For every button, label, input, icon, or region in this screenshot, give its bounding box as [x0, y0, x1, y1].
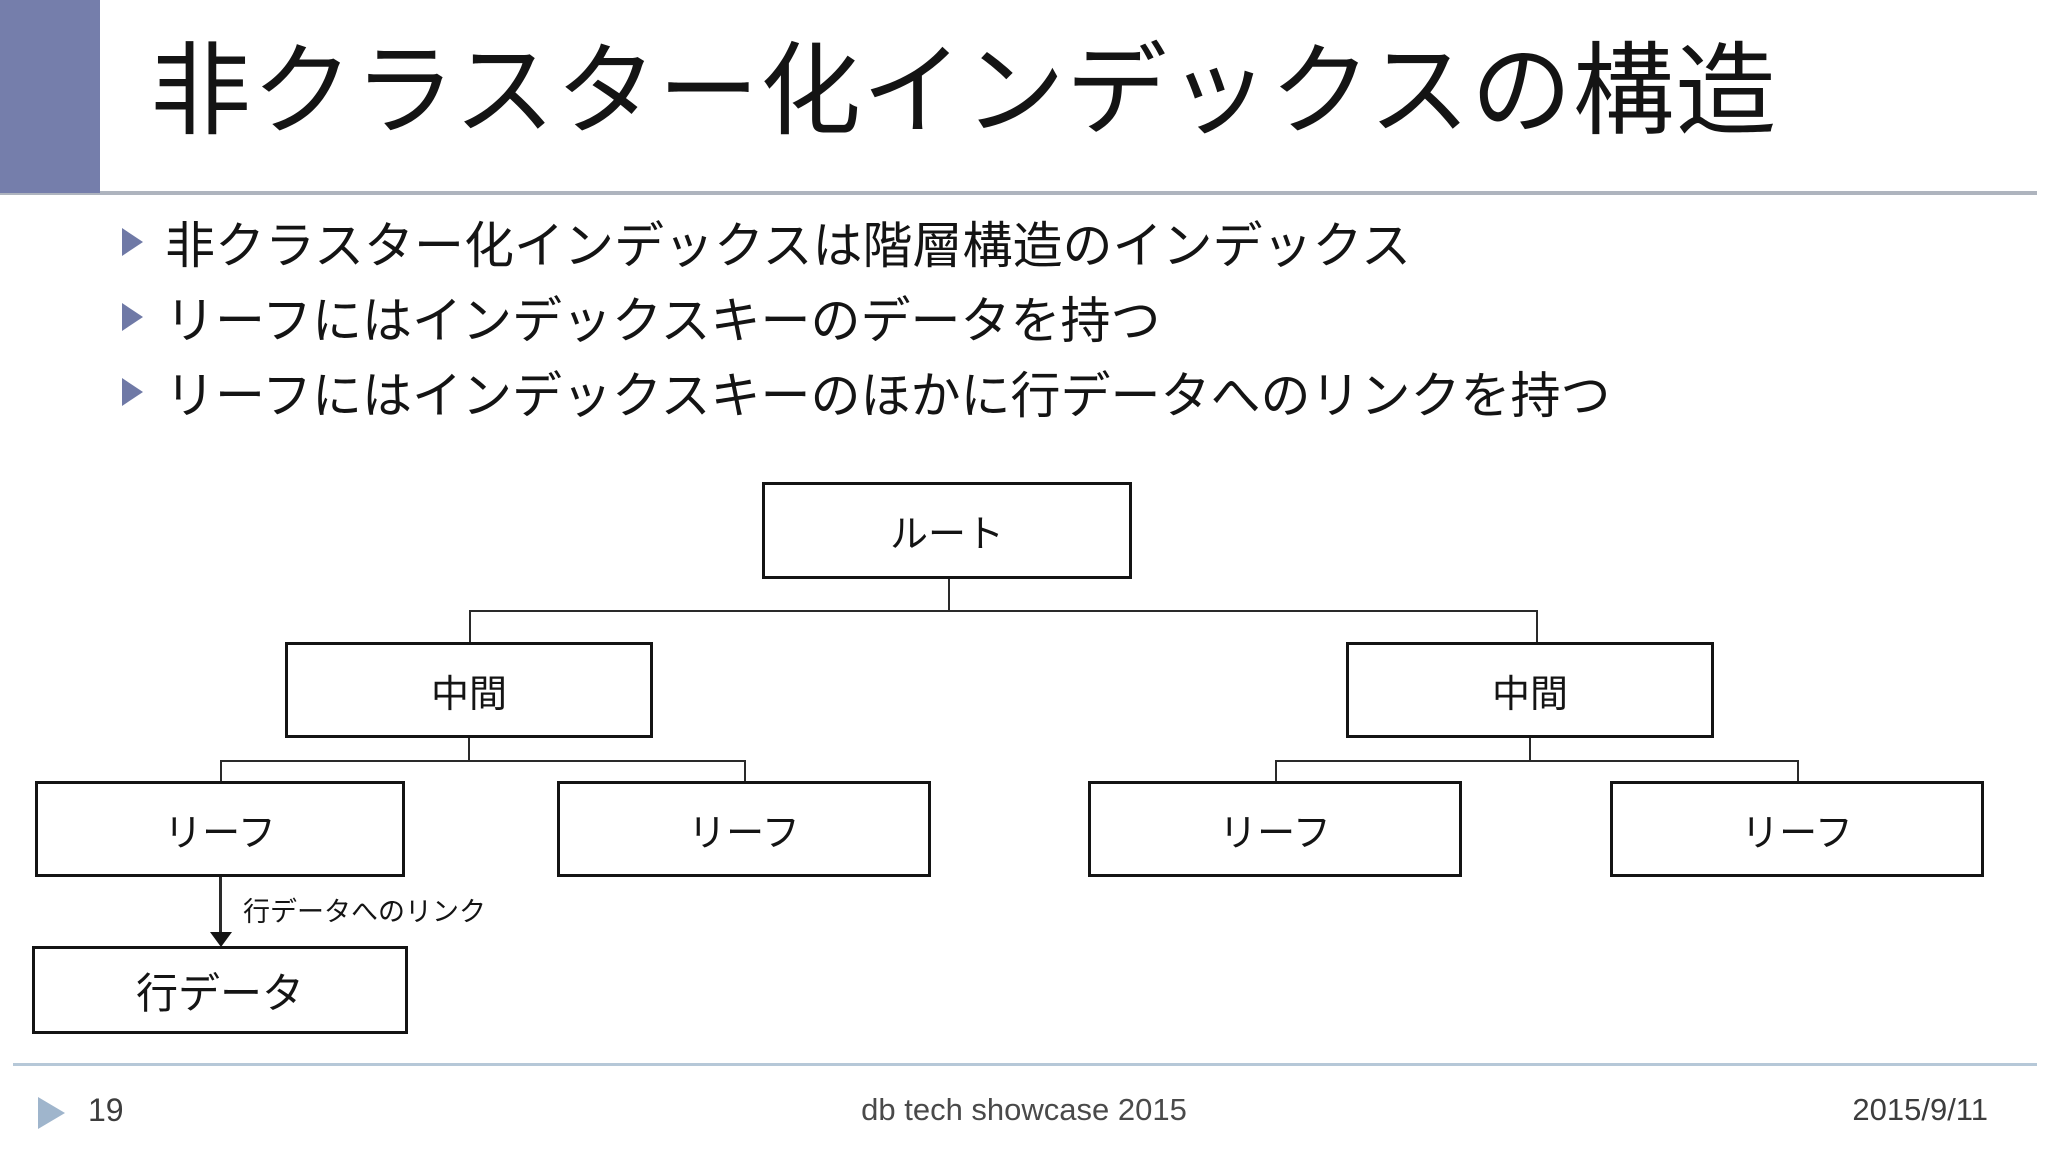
bullet-item: リーフにはインデックスキーのほかに行データへのリンクを持つ [122, 354, 2002, 429]
connector-intermediate-left-up [469, 610, 471, 642]
connector-root-down [948, 579, 950, 610]
bullet-item: リーフにはインデックスキーのデータを持つ [122, 279, 2002, 354]
bullet-text: リーフにはインデックスキーのほかに行データへのリンクを持つ [165, 367, 1611, 424]
bullet-text: リーフにはインデックスキーのデータを持つ [165, 292, 1161, 349]
bullet-triangle-icon [122, 302, 143, 331]
arrow-leaf-to-rowdata [219, 877, 222, 934]
bullet-list: 非クラスター化インデックスは階層構造のインデックス リーフにはインデックスキーの… [122, 204, 2002, 429]
bullet-triangle-icon [122, 227, 143, 256]
node-intermediate-right: 中間 [1346, 642, 1714, 738]
connector-leaf1-up [220, 760, 222, 781]
bullet-triangle-icon [122, 377, 143, 406]
connector-leaf2-up [744, 760, 746, 781]
page-number: 19 [88, 1092, 124, 1128]
accent-bar [0, 0, 100, 193]
bullet-item: 非クラスター化インデックスは階層構造のインデックス [122, 204, 2002, 279]
connector-leaf4-up [1797, 760, 1799, 781]
node-leaf-4: リーフ [1610, 781, 1984, 877]
connector-leaf3-up [1275, 760, 1277, 781]
header-divider [0, 191, 2037, 195]
footer-triangle-icon [38, 1097, 65, 1129]
footer-date: 2015/9/11 [1852, 1092, 1988, 1127]
arrow-label: 行データへのリンク [243, 897, 486, 927]
node-intermediate-left: 中間 [285, 642, 653, 738]
node-leaf-1: リーフ [35, 781, 405, 877]
connector-intermediate-left-down [468, 738, 470, 760]
node-leaf-3: リーフ [1088, 781, 1462, 877]
connector-intermediate-right-up [1536, 610, 1538, 642]
bullet-text: 非クラスター化インデックスは階層構造のインデックス [165, 217, 1411, 274]
node-leaf-2: リーフ [557, 781, 931, 877]
connector-left-leaves-horizontal [220, 760, 746, 762]
node-root: ルート [762, 482, 1132, 579]
arrow-head-icon [210, 932, 232, 947]
connector-right-leaves-horizontal [1275, 760, 1799, 762]
page-title: 非クラスター化インデックスの構造 [150, 36, 1777, 148]
footer-divider [13, 1063, 2037, 1066]
node-row-data: 行データ [32, 946, 408, 1034]
connector-intermediate-right-down [1529, 738, 1531, 760]
footer-event-name: db tech showcase 2015 [861, 1092, 1187, 1127]
connector-level1-horizontal [469, 610, 1538, 612]
